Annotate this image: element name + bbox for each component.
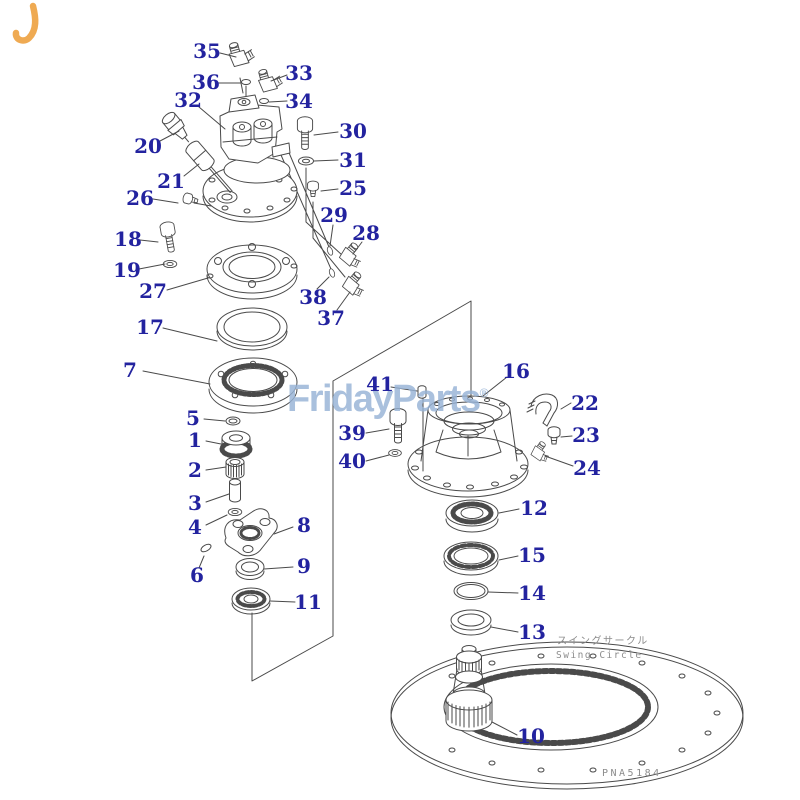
part-label-15: 15 xyxy=(518,543,546,567)
part-1-sun-gear-drawing xyxy=(219,430,253,459)
part-label-31: 31 xyxy=(339,148,367,172)
part-label-34: 34 xyxy=(285,89,313,113)
part-label-26: 26 xyxy=(126,186,154,210)
drawing-code: PNA5184 xyxy=(602,768,662,779)
watermark: FridayParts® xyxy=(287,380,488,418)
part-label-20: 20 xyxy=(134,134,162,158)
part-15-bearing-cage-drawing xyxy=(443,541,499,576)
part-label-29: 29 xyxy=(320,203,348,227)
registered-mark: ® xyxy=(479,386,489,400)
part-label-13: 13 xyxy=(518,620,546,644)
part-26-plug xyxy=(181,191,200,207)
part-label-21: 21 xyxy=(157,169,185,193)
part-40-washer xyxy=(388,449,402,457)
part-label-3: 3 xyxy=(188,491,202,515)
part-2-roller-bearing-drawing xyxy=(225,457,245,479)
part-label-19: 19 xyxy=(113,258,141,282)
part-7-ring-gear-drawing xyxy=(208,357,298,414)
part-label-27: 27 xyxy=(139,279,167,303)
part-31-washer xyxy=(298,156,314,166)
part-32-motor-body-drawing xyxy=(219,94,291,184)
part-label-17: 17 xyxy=(136,315,164,339)
part-35-elbow-fitting xyxy=(226,37,256,68)
part-30-bolt xyxy=(296,116,314,150)
grouping-plane-lines xyxy=(251,300,472,682)
part-label-25: 25 xyxy=(339,176,367,200)
part-12-bearing-drawing xyxy=(445,499,499,533)
part-33-elbow-fitting xyxy=(255,65,284,94)
part-label-28: 28 xyxy=(352,221,380,245)
part-34-plug xyxy=(259,98,269,104)
part-label-12: 12 xyxy=(520,496,548,520)
swing-circle-bolt-holes xyxy=(448,653,721,773)
part-8-carrier-drawing xyxy=(224,508,278,557)
part-21-cartridge-drawing xyxy=(185,140,233,194)
part-37-elbow-fitting xyxy=(340,269,372,300)
part-label-32: 32 xyxy=(174,88,202,112)
part-label-39: 39 xyxy=(338,421,366,445)
part-label-37: 37 xyxy=(317,306,345,330)
part-27-bearing-holder-drawing xyxy=(206,243,298,300)
part-label-40: 40 xyxy=(338,449,366,473)
part-24-fitting xyxy=(529,439,555,465)
part-label-36: 36 xyxy=(192,70,220,94)
part-20-sensor-drawing xyxy=(161,111,190,143)
part-10-pinion-shaft-drawing xyxy=(445,645,493,732)
part-label-10: 10 xyxy=(517,724,545,748)
swing-circle-ring-drawing xyxy=(390,641,744,790)
part-label-16: 16 xyxy=(502,359,530,383)
part-label-38: 38 xyxy=(299,285,327,309)
part-label-11: 11 xyxy=(294,590,322,614)
part-label-1: 1 xyxy=(188,428,202,452)
part-label-23: 23 xyxy=(572,423,600,447)
part-41-plug-drawing xyxy=(417,385,427,399)
part-label-35: 35 xyxy=(193,39,221,63)
part-17-seal-ring-drawing xyxy=(216,307,288,351)
part-label-18: 18 xyxy=(114,227,142,251)
part-5-snap-ring-drawing xyxy=(225,416,241,426)
watermark-text: FridayParts xyxy=(287,378,481,420)
part-3-pin-drawing xyxy=(229,478,241,503)
part-4-washer xyxy=(227,507,243,517)
part-25-screw xyxy=(307,180,319,198)
caption-swing-circle-en: Swing Circle xyxy=(556,650,643,661)
part-38-pin xyxy=(327,267,337,279)
part-label-14: 14 xyxy=(518,581,546,605)
part-label-5: 5 xyxy=(186,406,200,430)
part-label-4: 4 xyxy=(188,515,202,539)
part-label-2: 2 xyxy=(188,458,202,482)
watermark-swoosh-icon xyxy=(12,2,39,44)
part-13-collar-drawing xyxy=(450,609,492,636)
part-label-24: 24 xyxy=(573,456,601,480)
part-11-ball-bearing-drawing xyxy=(231,587,271,615)
part-label-7: 7 xyxy=(123,358,137,382)
part-label-33: 33 xyxy=(285,61,313,85)
part-16-housing-drawing xyxy=(407,395,529,498)
part-18-bolt xyxy=(158,220,179,254)
part-36-plug xyxy=(241,79,251,85)
caption-swing-circle-jp: スイングサークル xyxy=(557,636,649,647)
part-9-collar-drawing xyxy=(235,558,265,580)
part-22-elbow-hose-drawing xyxy=(526,393,558,427)
part-23-valve xyxy=(547,426,561,445)
leader-lines xyxy=(138,52,574,736)
part-14-o-ring-drawing xyxy=(453,582,489,600)
part-label-6: 6 xyxy=(190,563,204,587)
part-6-pin xyxy=(199,542,213,554)
part-29-pin xyxy=(325,245,335,257)
part-label-9: 9 xyxy=(297,554,311,578)
part-label-8: 8 xyxy=(297,513,311,537)
part-label-22: 22 xyxy=(571,391,599,415)
part-label-41: 41 xyxy=(366,372,394,396)
part-label-30: 30 xyxy=(339,119,367,143)
